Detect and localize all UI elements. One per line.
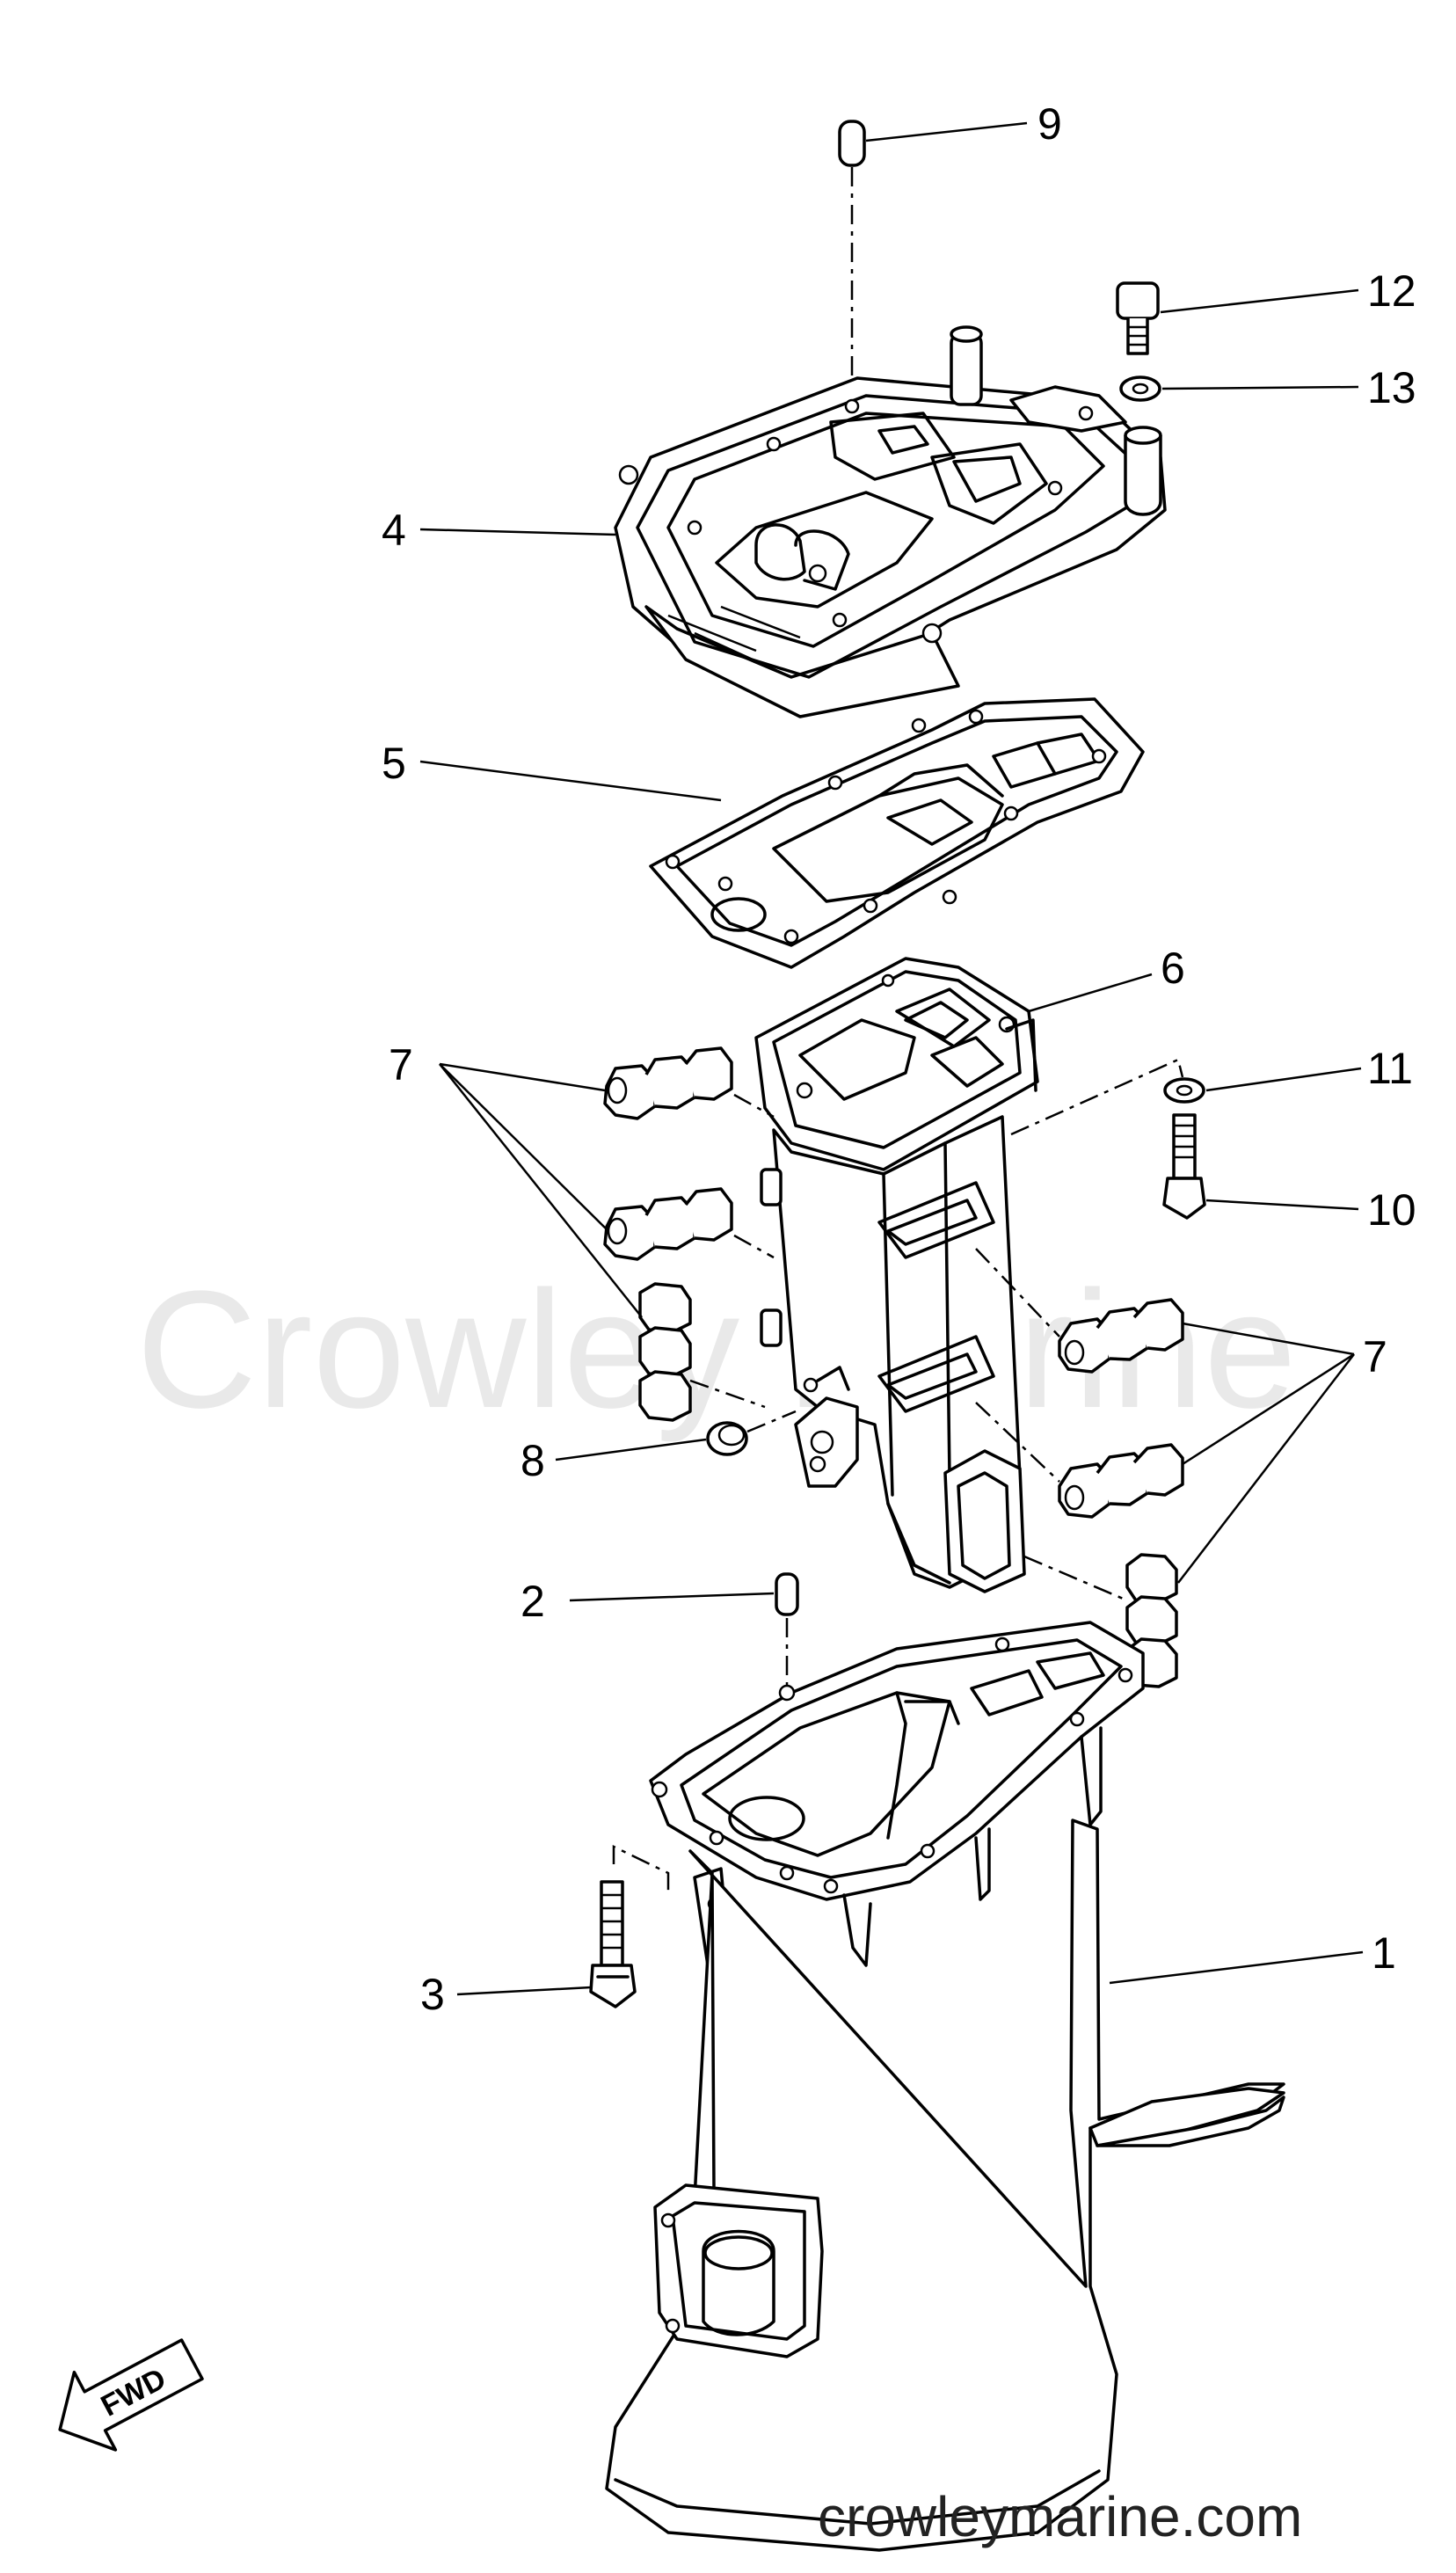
watermark-url: crowleymarine.com <box>818 2485 1302 2548</box>
part-driveshaft-housing <box>605 1621 1285 2552</box>
callout-2: 2 <box>521 1577 545 1626</box>
callout-3: 3 <box>420 1970 445 2019</box>
callout-7-right: 7 <box>1363 1332 1387 1381</box>
callout-13: 13 <box>1367 363 1416 412</box>
part-washer-right <box>1163 1077 1205 1104</box>
part-washer-top <box>1119 375 1161 402</box>
part-bolt-right <box>1162 1113 1206 1220</box>
part-upper-casing <box>614 325 1167 718</box>
part-bolt-lower <box>589 1880 637 2008</box>
part-dowel-pin-top <box>838 120 866 405</box>
part-rubber-mount-left-1 <box>603 1046 733 1120</box>
callout-11: 11 <box>1367 1044 1413 1093</box>
part-rubber-mount-right-2 <box>1058 1443 1184 1519</box>
callout-5: 5 <box>382 739 406 788</box>
part-exhaust-guide <box>754 957 1039 1593</box>
part-bolt-top <box>1116 281 1160 355</box>
callout-12: 12 <box>1367 266 1416 316</box>
callout-1: 1 <box>1372 1928 1396 1978</box>
callout-10: 10 <box>1367 1185 1416 1235</box>
part-grommet <box>706 1410 797 1456</box>
fwd-arrow-icon: FWD <box>58 2338 204 2452</box>
part-rubber-mount-left-2 <box>603 1187 733 1261</box>
leader-lines <box>419 121 1364 1996</box>
part-gasket <box>649 697 1145 969</box>
callout-4: 4 <box>382 506 406 555</box>
callout-7-left: 7 <box>389 1040 413 1090</box>
callout-9: 9 <box>1037 99 1062 149</box>
callout-8: 8 <box>521 1436 545 1485</box>
part-rubber-mount-right-1 <box>1058 1298 1184 1374</box>
part-rubber-mount-left-3 <box>638 1282 692 1422</box>
callout-6: 6 <box>1161 944 1185 993</box>
